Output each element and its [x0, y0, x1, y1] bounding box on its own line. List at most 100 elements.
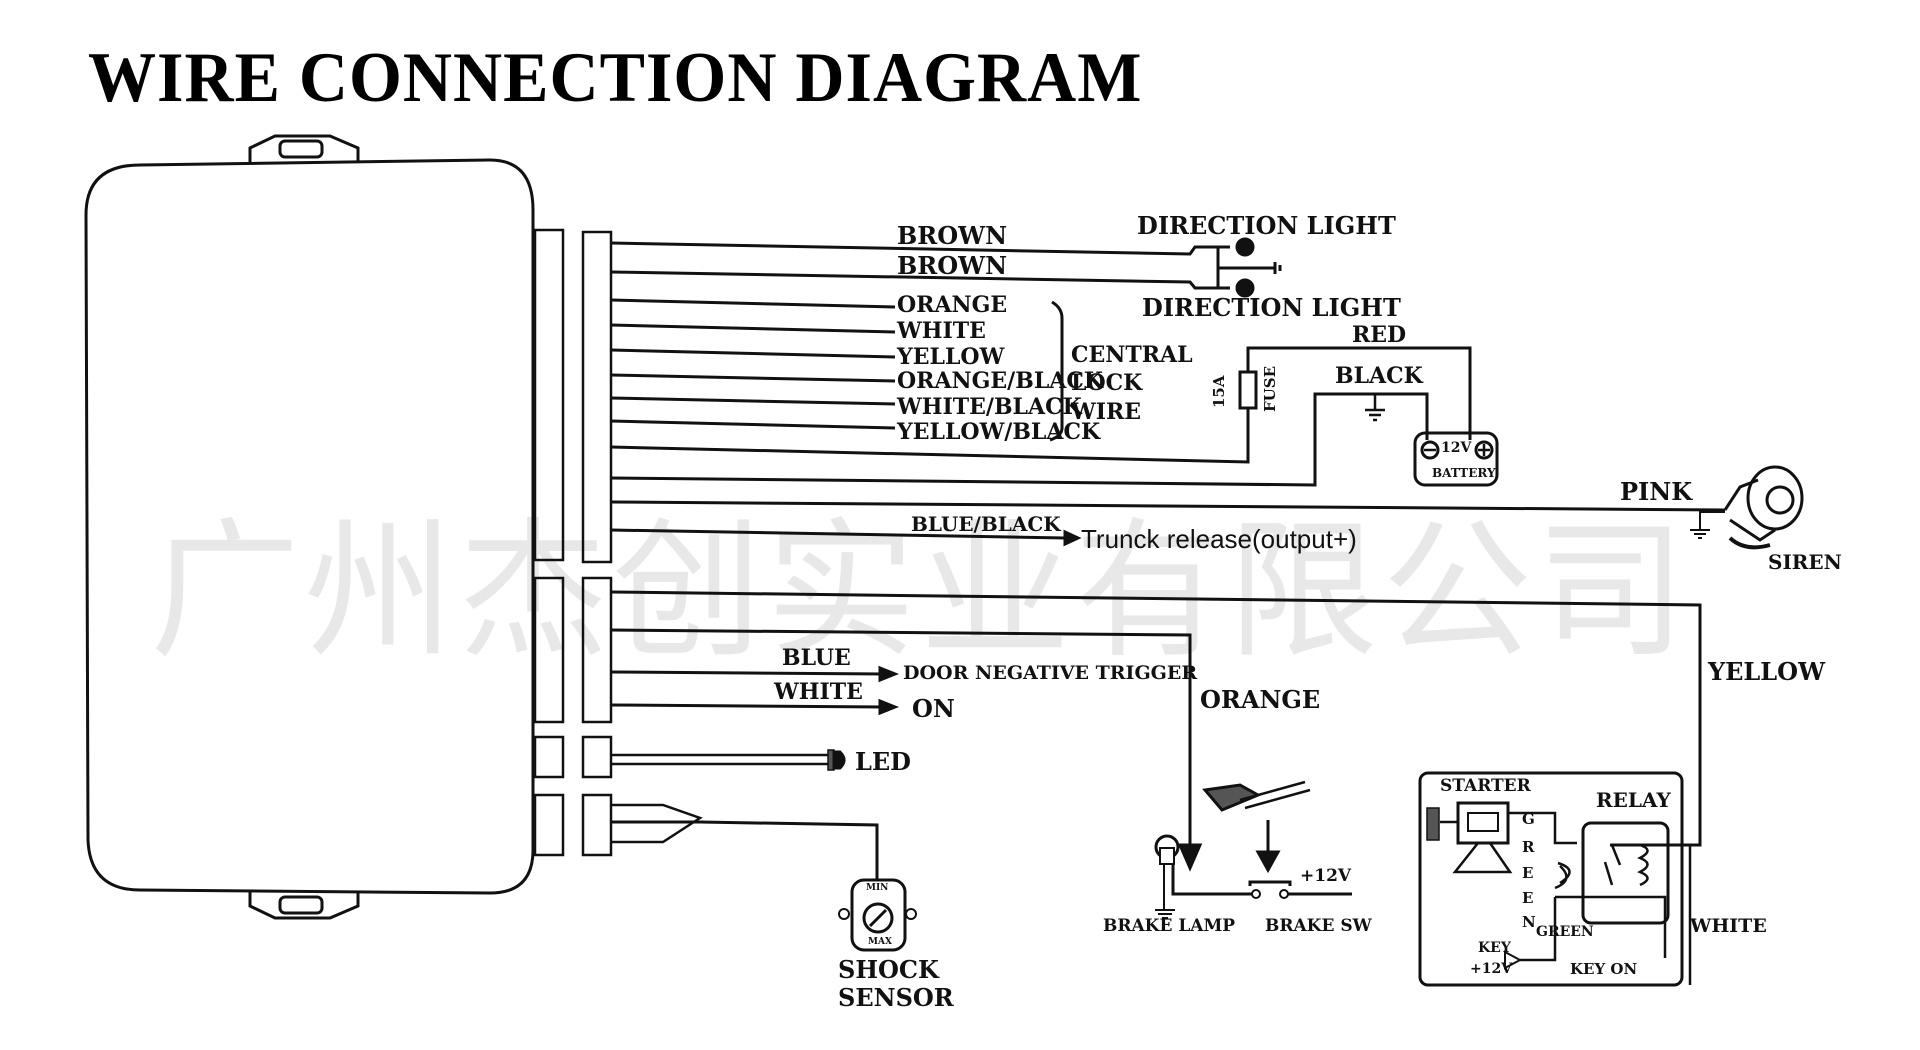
label-shock-min: MIN	[866, 883, 889, 893]
wire-orange-black	[610, 373, 896, 383]
relay-box	[1418, 771, 1692, 987]
brake-lamp-wire	[1171, 864, 1253, 896]
pedal-arrow	[1255, 850, 1281, 874]
siren-bracket	[1728, 536, 1771, 550]
wire-yellow	[610, 348, 896, 359]
label-orange-black-lock: ORANGE/BLACK	[897, 368, 1103, 394]
label-key-12v: +12V	[1470, 961, 1513, 977]
wire-red	[610, 346, 1472, 464]
label-brake-sw: BRAKE SW	[1265, 916, 1372, 936]
label-fuse: FUSE	[1261, 366, 1279, 412]
label-brown-2: BROWN	[897, 251, 1008, 280]
label-brake-12v: +12V	[1300, 866, 1352, 886]
wire-led	[611, 753, 828, 766]
wire-orange	[610, 298, 896, 309]
direction-light-bulb-top	[1235, 237, 1255, 257]
brake-wire	[610, 628, 1352, 919]
shock-sensor-dial	[862, 902, 894, 934]
siren-horn	[1746, 465, 1804, 531]
trunk-arrow	[1063, 529, 1082, 547]
label-wire: WIRE	[1071, 399, 1142, 425]
wire-white	[610, 323, 896, 334]
brown-wires	[610, 237, 1282, 298]
label-white-lock: WHITE	[897, 318, 986, 344]
label-shock: SHOCK	[838, 955, 939, 984]
relay-box-frame	[1418, 771, 1684, 987]
diagram-title: WIRE CONNECTION DIAGRAM	[88, 37, 1143, 117]
mount-tab-top	[248, 134, 360, 162]
battery-plus-sign	[1478, 444, 1490, 456]
brake-switch-plunger	[1248, 880, 1292, 886]
brake-switch-contact-left	[1251, 889, 1261, 899]
label-led: LED	[855, 747, 911, 776]
connector-socket-1	[533, 228, 565, 562]
label-brake-lamp: BRAKE LAMP	[1103, 916, 1236, 936]
label-green-n: N	[1522, 913, 1536, 931]
wire-brown-1	[610, 241, 1230, 256]
battery-positive	[1474, 440, 1494, 460]
brake-switch-contact-right	[1279, 889, 1289, 899]
wire-blue	[610, 670, 886, 676]
label-siren: SIREN	[1768, 550, 1842, 574]
green-key-wire	[1520, 897, 1557, 962]
label-orange-brake: ORANGE	[1200, 685, 1321, 714]
label-green-e2: E	[1522, 889, 1534, 907]
fuse	[1238, 370, 1258, 410]
label-battery-voltage: 12V	[1441, 440, 1472, 456]
mount-slot-top	[278, 139, 324, 159]
wire-white-black	[610, 396, 896, 406]
connector-plug-1	[581, 230, 613, 564]
label-yellow-relay: YELLOW	[1708, 657, 1826, 686]
label-battery: BATTERY	[1432, 466, 1496, 480]
label-starter: STARTER	[1440, 776, 1531, 796]
brake-pedal-arm	[1239, 780, 1311, 810]
label-blue: BLUE	[782, 645, 851, 671]
wire-white-trigger	[610, 703, 886, 709]
control-unit	[84, 134, 535, 920]
label-yellow-black-lock: YELLOW/BLACK	[897, 419, 1101, 445]
label-door-negative-trigger: DOOR NEGATIVE TRIGGER	[903, 662, 1198, 684]
label-orange-lock: ORANGE	[897, 292, 1008, 318]
trunk-wire	[610, 528, 1082, 547]
label-blue-black: BLUE/BLACK	[911, 512, 1061, 536]
label-green: GREEN	[1536, 924, 1594, 940]
mount-slot-bottom	[278, 895, 324, 915]
led-wire	[611, 749, 846, 771]
trigger-wires	[610, 665, 900, 716]
relay-coil	[1637, 843, 1649, 887]
ground-symbol	[1365, 394, 1385, 422]
label-green-e1: E	[1522, 864, 1534, 882]
starter-solenoid	[1452, 842, 1513, 874]
direction-light-ground	[1218, 262, 1282, 274]
wire-yellow-black	[610, 419, 896, 430]
label-yellow-lock: YELLOW	[897, 344, 1005, 370]
label-direction-light-bottom: DIRECTION LIGHT	[1142, 293, 1401, 322]
label-white-relay: WHITE	[1690, 915, 1767, 937]
connector-strips	[533, 228, 613, 857]
shock-sensor-wire	[611, 803, 917, 952]
central-lock-brace	[1049, 300, 1064, 442]
blue-arrow	[878, 665, 900, 683]
connector-plug-4	[581, 793, 613, 857]
starter-motor	[1456, 801, 1510, 845]
label-green-g: G	[1522, 810, 1535, 828]
shock-sensor-body	[850, 878, 907, 952]
starter-wire	[1440, 811, 1577, 845]
label-relay: RELAY	[1596, 788, 1671, 812]
siren-ground	[1690, 511, 1725, 539]
orange-arrow	[1177, 843, 1203, 872]
starter-motor-inner	[1467, 812, 1499, 832]
shock-sensor-dial-slot	[868, 908, 888, 928]
siren-cone	[1765, 485, 1795, 515]
key-input-arrow	[1504, 950, 1523, 970]
connector-socket-4	[533, 793, 565, 857]
label-direction-light-top: DIRECTION LIGHT	[1137, 211, 1396, 240]
label-white-black-lock: WHITE/BLACK	[897, 394, 1082, 420]
brake-lamp-ground	[1155, 864, 1175, 919]
shock-plug	[611, 803, 703, 844]
brake-lamp-base	[1159, 847, 1175, 865]
connector-plug-3	[581, 735, 613, 779]
connector-socket-3	[533, 735, 565, 779]
led-bulb	[832, 750, 846, 770]
shock-sensor-ear-right	[905, 908, 917, 920]
